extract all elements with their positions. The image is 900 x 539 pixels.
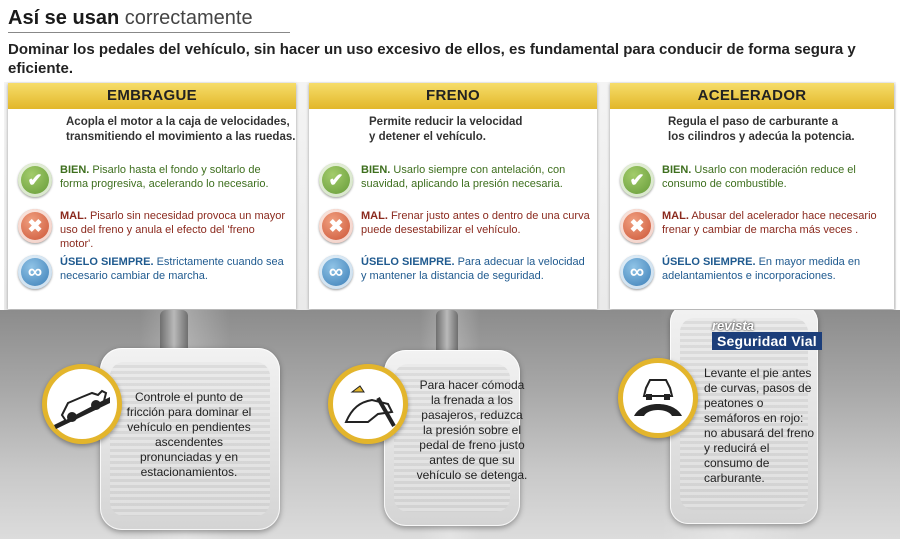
good-label: BIEN. — [662, 164, 692, 176]
always-row: ∞ ÚSELO SIEMPRE. En mayor medida en adel… — [620, 255, 890, 295]
page-subtitle: Dominar los pedales del vehículo, sin ha… — [8, 41, 856, 77]
bad-text: MAL. Pisarlo sin necesidad provoca un ma… — [60, 209, 290, 251]
page-title: Así se usan correctamente — [8, 6, 892, 30]
clutch-pedal — [100, 348, 280, 530]
good-row: ✔ BIEN. Pisarlo hasta el fondo y soltarl… — [18, 163, 288, 203]
always-row: ∞ ÚSELO SIEMPRE. Estrictamente cuando se… — [18, 255, 288, 295]
good-row: ✔ BIEN. Usarlo con moderación reduce el … — [620, 163, 890, 203]
good-text: BIEN. Pisarlo hasta el fondo y soltarlo … — [60, 163, 290, 191]
logo-line-1: revista — [712, 318, 754, 333]
check-icon: ✔ — [319, 163, 353, 197]
infinity-icon: ∞ — [620, 255, 654, 289]
column-title: EMBRAGUE — [8, 83, 296, 109]
bad-row: ✖ MAL. Frenar justo antes o dentro de un… — [319, 209, 591, 249]
cross-icon: ✖ — [319, 209, 353, 243]
car-curve-icon — [618, 358, 698, 438]
good-label: BIEN. — [60, 164, 90, 176]
good-text: BIEN. Usarlo siempre con antelación, con… — [361, 163, 591, 191]
car-uphill-icon — [42, 364, 122, 444]
brake-arm — [436, 310, 458, 362]
description-line: Regula el paso de carburante a — [668, 116, 839, 128]
magazine-logo: revista Seguridad Vial — [712, 318, 844, 354]
bad-label: MAL. — [361, 210, 388, 222]
infinity-icon: ∞ — [319, 255, 353, 289]
good-label: BIEN. — [361, 164, 391, 176]
good-description: Usarlo siempre con antelación, con suavi… — [361, 164, 566, 190]
column-acelerador: ACELERADOR Regula el paso de carburante … — [610, 83, 894, 309]
always-description: En mayor medida en adelantamientos e inc… — [662, 256, 861, 282]
bad-description: Abusar del acelerador hace necesario fre… — [662, 210, 877, 236]
column-embrague: EMBRAGUE Acopla el motor a la caja de ve… — [8, 83, 296, 309]
good-text: BIEN. Usarlo con moderación reduce el co… — [662, 163, 892, 191]
title-divider — [8, 32, 290, 33]
infinity-icon: ∞ — [18, 255, 52, 289]
always-row: ∞ ÚSELO SIEMPRE. Para adecuar la velocid… — [319, 255, 589, 295]
brake-tip: Para hacer cómoda la frenada a los pasaj… — [416, 378, 528, 482]
brake-pedal — [384, 350, 520, 526]
good-description: Usarlo con moderación reduce el consumo … — [662, 164, 856, 190]
bad-text: MAL. Frenar justo antes o dentro de una … — [361, 209, 591, 237]
clutch-tip: Controle el punto de fricción para domin… — [126, 390, 252, 479]
cross-icon: ✖ — [18, 209, 52, 243]
header: Así se usan correctamente Dominar los pe… — [8, 6, 892, 77]
pedals-photo — [0, 310, 900, 539]
good-description: Pisarlo hasta el fondo y soltarlo de for… — [60, 164, 269, 190]
always-label: ÚSELO SIEMPRE. — [60, 256, 154, 268]
bad-description: Pisarlo sin necesidad provoca un mayor u… — [60, 210, 285, 250]
column-description: Regula el paso de carburante a los cilin… — [668, 115, 855, 145]
always-description: Estrictamente cuando sea necesario cambi… — [60, 256, 284, 282]
bad-label: MAL. — [60, 210, 87, 222]
bad-text: MAL. Abusar del acelerador hace necesari… — [662, 209, 892, 237]
always-text: ÚSELO SIEMPRE. Para adecuar la velocidad… — [361, 255, 591, 283]
check-icon: ✔ — [620, 163, 654, 197]
column-description: Acopla el motor a la caja de velocidades… — [66, 115, 295, 145]
always-label: ÚSELO SIEMPRE. — [662, 256, 756, 268]
description-line: Acopla el motor a la caja de velocidades… — [66, 116, 290, 128]
check-icon: ✔ — [18, 163, 52, 197]
description-line: los cilindros y adecúa la potencia. — [668, 131, 855, 143]
always-label: ÚSELO SIEMPRE. — [361, 256, 455, 268]
foot-brake-icon — [328, 364, 408, 444]
column-title: FRENO — [309, 83, 597, 109]
good-row: ✔ BIEN. Usarlo siempre con antelación, c… — [319, 163, 589, 203]
column-freno: FRENO Permite reducir la velocidad y det… — [309, 83, 597, 309]
description-line: transmitiendo el movimiento a las ruedas… — [66, 131, 296, 143]
description-line: y detener el vehículo. — [369, 131, 486, 143]
description-line: Permite reducir la velocidad — [369, 116, 523, 128]
title-light: correctamente — [124, 7, 253, 29]
accelerator-tip: Levante el pie antes de curvas, pasos de… — [704, 366, 815, 485]
bad-description: Frenar justo antes o dentro de una curva… — [361, 210, 590, 236]
bad-row: ✖ MAL. Abusar del acelerador hace necesa… — [620, 209, 890, 249]
always-text: ÚSELO SIEMPRE. En mayor medida en adelan… — [662, 255, 892, 283]
column-description: Permite reducir la velocidad y detener e… — [369, 115, 522, 145]
title-bold: Así se usan — [8, 7, 120, 29]
column-title: ACELERADOR — [610, 83, 894, 109]
always-description: Para adecuar la velocidad y mantener la … — [361, 256, 585, 282]
logo-line-2: Seguridad Vial — [712, 332, 822, 350]
bad-label: MAL. — [662, 210, 689, 222]
always-text: ÚSELO SIEMPRE. Estrictamente cuando sea … — [60, 255, 290, 283]
bad-row: ✖ MAL. Pisarlo sin necesidad provoca un … — [18, 209, 290, 251]
cross-icon: ✖ — [620, 209, 654, 243]
